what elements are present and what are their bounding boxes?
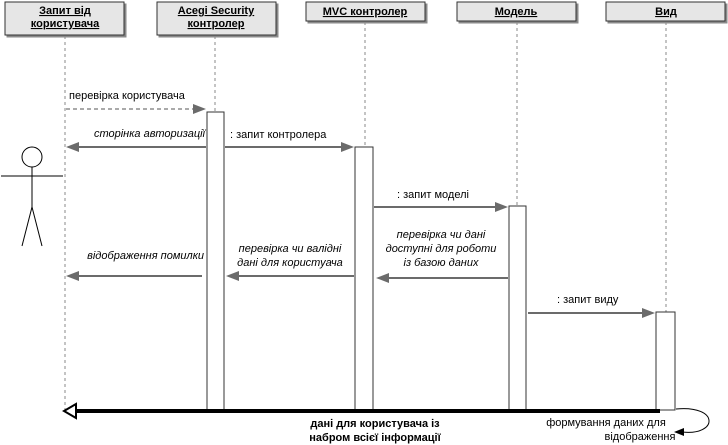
message-validity-check: перевірка чи валідні дані для користуача [226, 243, 354, 281]
message-db-check-line2: доступні для роботи [386, 243, 497, 255]
participant-view: Вид [605, 1, 726, 22]
actor-figure [1, 146, 63, 247]
message-db-check-line1: перевірка чи дані [397, 229, 486, 241]
message-model-request-label: : запит моделі [397, 189, 469, 201]
message-validity-check-line2: дані для користуача [237, 257, 343, 269]
message-db-check-line3: із базою даних [404, 257, 479, 269]
participant-mvc-label: MVC контролер [323, 6, 408, 18]
participant-model: Модель [456, 1, 577, 22]
participant-acegi-line1: Acegi Security [178, 5, 255, 17]
message-db-check: перевірка чи дані доступні для роботи із… [376, 229, 508, 283]
message-error-display: відображення помилки [66, 250, 204, 281]
participant-user-line2: користувача [31, 18, 100, 30]
message-view-self-line1: формування даних для [546, 417, 666, 429]
message-final-response: дані для користувача із набром всієї інф… [62, 402, 660, 444]
message-model-request: : запит моделі [374, 189, 508, 212]
message-final-response-line2: набром всієї інформації [309, 432, 441, 444]
message-validity-check-line1: перевірка чи валідні [239, 243, 342, 255]
participant-mvc: MVC контролер [305, 1, 426, 22]
participant-acegi: Acegi Security контролер [156, 1, 277, 36]
message-auth-page-label: сторінка авторизації [94, 128, 207, 140]
message-controller-request-label: : запит контролера [230, 129, 327, 141]
activation-mvc [354, 146, 374, 411]
participant-user: Запит від користувача [4, 1, 125, 36]
message-view-request: : запит виду [528, 294, 655, 318]
message-check-user-label: перевірка користувача [69, 90, 186, 102]
participant-model-label: Модель [495, 6, 538, 18]
activation-acegi [206, 111, 225, 411]
participant-acegi-line2: контролер [188, 18, 245, 30]
message-view-request-label: : запит виду [557, 294, 619, 306]
message-error-display-label: відображення помилки [87, 250, 204, 262]
message-final-response-line1: дані для користувача із [310, 418, 440, 430]
message-view-self: формування даних для відображення [546, 408, 710, 443]
participant-user-line1: Запит від [39, 5, 91, 17]
activation-view [655, 311, 676, 411]
message-controller-request: : запит контролера [225, 129, 354, 152]
participant-view-label: Вид [655, 6, 677, 18]
message-view-self-line2: відображення [605, 431, 676, 443]
activation-model [508, 205, 527, 411]
message-check-user: перевірка користувача [66, 90, 206, 114]
message-auth-page: сторінка авторизації [66, 128, 207, 152]
